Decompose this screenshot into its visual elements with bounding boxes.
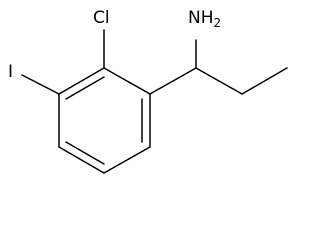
ring-bond-c4-c5	[58, 146, 105, 174]
atom-label-n: NH	[188, 8, 214, 28]
atom-label-cl: Cl	[93, 8, 110, 28]
bond-ch2-ch3	[241, 67, 288, 95]
bond-calpha-ch2	[195, 67, 243, 95]
bond-c3-i	[21, 74, 60, 95]
ring-bond-c2-c3	[58, 67, 105, 95]
molecule-structure: NH2 Cl I	[8, 8, 288, 174]
ring-bond-c1-c2	[103, 67, 151, 95]
ring-double-bond-c2-c3	[65, 76, 105, 100]
ring-double-bond-c4-c5	[65, 141, 105, 165]
bond-c1-calpha	[149, 67, 197, 95]
atom-label-i: I	[8, 62, 13, 82]
atom-label-subscript-2: 2	[214, 16, 222, 30]
ring-bond-c5-c6	[103, 146, 151, 174]
atom-label-nh2: NH2	[188, 8, 221, 30]
